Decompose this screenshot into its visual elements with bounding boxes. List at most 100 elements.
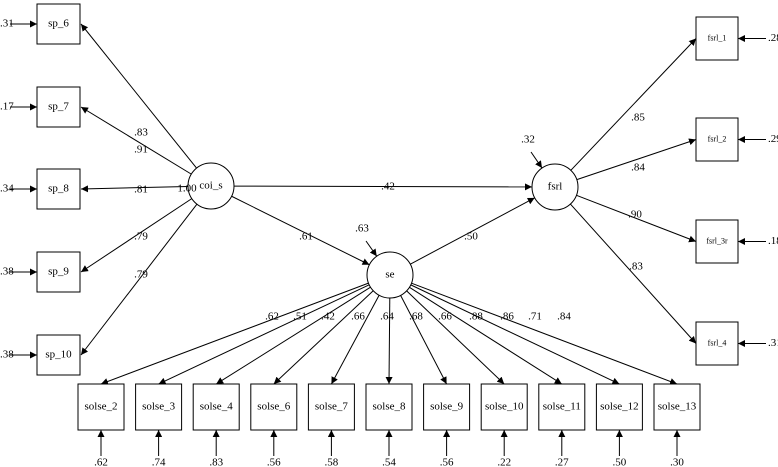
solse-loading-8: .86 bbox=[500, 311, 514, 323]
fsrl-indicator-3-box bbox=[695, 321, 739, 366]
sp-loading-3: .79 bbox=[134, 231, 148, 243]
fsrl-indicator-0-box bbox=[695, 16, 739, 61]
solse-indicator-3-box bbox=[250, 383, 298, 431]
fsrl-loading-arrow-2 bbox=[576, 194, 697, 243]
solse-loading-4: .64 bbox=[380, 311, 394, 323]
solse-indicator-7-label: solse_10 bbox=[485, 401, 524, 413]
solse-indicator-5-box bbox=[365, 383, 413, 431]
solse-indicator-10-label: solse_13 bbox=[658, 401, 697, 413]
sp-loading-arrow-0 bbox=[80, 23, 197, 169]
solse-indicator-8-label: solse_11 bbox=[543, 401, 581, 413]
solse-indicator-5-label: solse_8 bbox=[373, 401, 407, 413]
solse-loading-arrow-0 bbox=[100, 282, 369, 385]
solse-indicator-6-label: solse_9 bbox=[430, 401, 464, 413]
solse-error-6: .56 bbox=[440, 457, 454, 467]
solse-loading-6: .66 bbox=[438, 311, 452, 323]
path-arrow-coi-s-se bbox=[231, 195, 370, 266]
solse-loading-arrow-8 bbox=[409, 286, 563, 385]
solse-loading-arrow-1 bbox=[158, 284, 370, 385]
solse-loading-0: .62 bbox=[265, 311, 279, 323]
sp-indicator-0-box bbox=[36, 3, 81, 45]
fsrl-error-0: .28 bbox=[768, 32, 778, 44]
fsrl-error-3: .31 bbox=[768, 337, 778, 349]
fsrl-indicator-0-label: fsrl_1 bbox=[708, 33, 727, 42]
path-coi-s-fsrl: .42 bbox=[381, 181, 395, 193]
solse-error-1: .74 bbox=[152, 457, 166, 467]
sp-loading-arrow-2 bbox=[80, 185, 189, 193]
solse-indicator-9-label: solse_12 bbox=[600, 401, 639, 413]
solse-loading-9: .71 bbox=[528, 311, 542, 323]
path-coi-s-se: .61 bbox=[299, 231, 313, 243]
latent-fsrl-circle bbox=[531, 163, 579, 211]
sp-error-2: .34 bbox=[0, 183, 14, 195]
solse-indicator-4-label: solse_7 bbox=[315, 401, 349, 413]
path-arrow-coi-s-fsrl bbox=[233, 183, 533, 191]
sp-error-0: .31 bbox=[0, 18, 14, 30]
labels-layer: .31.83.17.91.34.81.38.79.38.791.00.28.85… bbox=[0, 18, 778, 467]
solse-loading-arrow-5 bbox=[385, 297, 393, 385]
coi-s-variance: 1.00 bbox=[177, 183, 197, 195]
solse-indicator-0-label: solse_2 bbox=[85, 401, 118, 413]
solse-error-10: .30 bbox=[670, 457, 684, 467]
sp-loading-1: .91 bbox=[134, 144, 148, 156]
solse-loading-2: .42 bbox=[321, 311, 335, 323]
solse-indicator-9-box bbox=[595, 383, 643, 431]
latent-se-circle bbox=[366, 251, 414, 299]
sp-indicator-4-label: sp_10 bbox=[45, 349, 72, 361]
solse-indicator-6-box bbox=[423, 383, 471, 431]
fsrl-indicator-1-box bbox=[695, 117, 739, 162]
sp-loading-arrow-3 bbox=[80, 198, 193, 273]
solse-loading-arrow-6 bbox=[400, 295, 448, 385]
solse-error-9: .50 bbox=[613, 457, 627, 467]
solse-error-4: .58 bbox=[325, 457, 339, 467]
sp-error-3: .38 bbox=[0, 266, 14, 278]
edges-layer bbox=[10, 20, 766, 456]
fsrl-indicator-3-label: fsrl_4 bbox=[708, 338, 727, 347]
se-residual: .63 bbox=[355, 223, 369, 235]
sp-loading-arrow-4 bbox=[80, 203, 198, 356]
solse-indicator-2-label: solse_4 bbox=[200, 401, 234, 413]
solse-loading-10: .84 bbox=[557, 311, 571, 323]
solse-indicator-0-box bbox=[77, 383, 125, 431]
fsrl-loading-0: .85 bbox=[631, 112, 645, 124]
fsrl-error-1: .29 bbox=[768, 133, 778, 145]
solse-indicator-1-label: solse_3 bbox=[142, 401, 176, 413]
solse-loading-arrow-3 bbox=[273, 290, 374, 385]
fsrl-loading-2: .90 bbox=[628, 209, 642, 221]
fsrl-indicator-1-label: fsrl_2 bbox=[708, 134, 727, 143]
path-se-fsrl: .50 bbox=[464, 231, 478, 243]
fsrl-residual: .32 bbox=[521, 134, 535, 146]
solse-loading-5: .68 bbox=[409, 311, 423, 323]
latent-coi-s-circle bbox=[187, 162, 235, 210]
solse-indicator-10-box bbox=[653, 383, 701, 431]
sp-loading-0: .83 bbox=[134, 127, 148, 139]
solse-loading-3: .66 bbox=[351, 311, 365, 323]
latent-fsrl-label: fsrl bbox=[548, 181, 563, 193]
solse-loading-arrow-4 bbox=[330, 295, 380, 385]
nodes-layer: coi_ssefsrlsp_6sp_7sp_8sp_9sp_10fsrl_1fs… bbox=[36, 3, 739, 431]
sp-indicator-1-label: sp_7 bbox=[48, 101, 69, 113]
solse-loading-arrow-2 bbox=[215, 286, 371, 385]
solse-loading-arrow-9 bbox=[410, 284, 620, 385]
se-residual-arrow bbox=[365, 240, 378, 257]
latent-coi-s-label: coi_s bbox=[199, 180, 222, 192]
sp-indicator-0-label: sp_6 bbox=[48, 18, 69, 30]
path-arrow-se-fsrl bbox=[410, 197, 535, 265]
fsrl-residual-arrow bbox=[530, 151, 543, 169]
sp-indicator-1-box bbox=[36, 86, 81, 128]
sp-indicator-4-box bbox=[36, 334, 81, 376]
sp-loading-arrow-1 bbox=[80, 106, 192, 175]
fsrl-loading-1: .84 bbox=[631, 162, 645, 174]
fsrl-indicator-2-box bbox=[695, 219, 739, 264]
solse-loading-arrow-7 bbox=[406, 290, 505, 385]
solse-loading-arrow-10 bbox=[411, 282, 678, 385]
sp-indicator-2-box bbox=[36, 168, 81, 210]
solse-loading-1: .51 bbox=[293, 311, 307, 323]
solse-indicator-4-box bbox=[307, 383, 355, 431]
solse-error-2: .83 bbox=[209, 457, 223, 467]
fsrl-loading-arrow-0 bbox=[570, 38, 697, 171]
solse-indicator-3-label: solse_6 bbox=[257, 401, 291, 413]
fsrl-error-2: .18 bbox=[768, 235, 778, 247]
latent-se-label: se bbox=[385, 269, 394, 281]
